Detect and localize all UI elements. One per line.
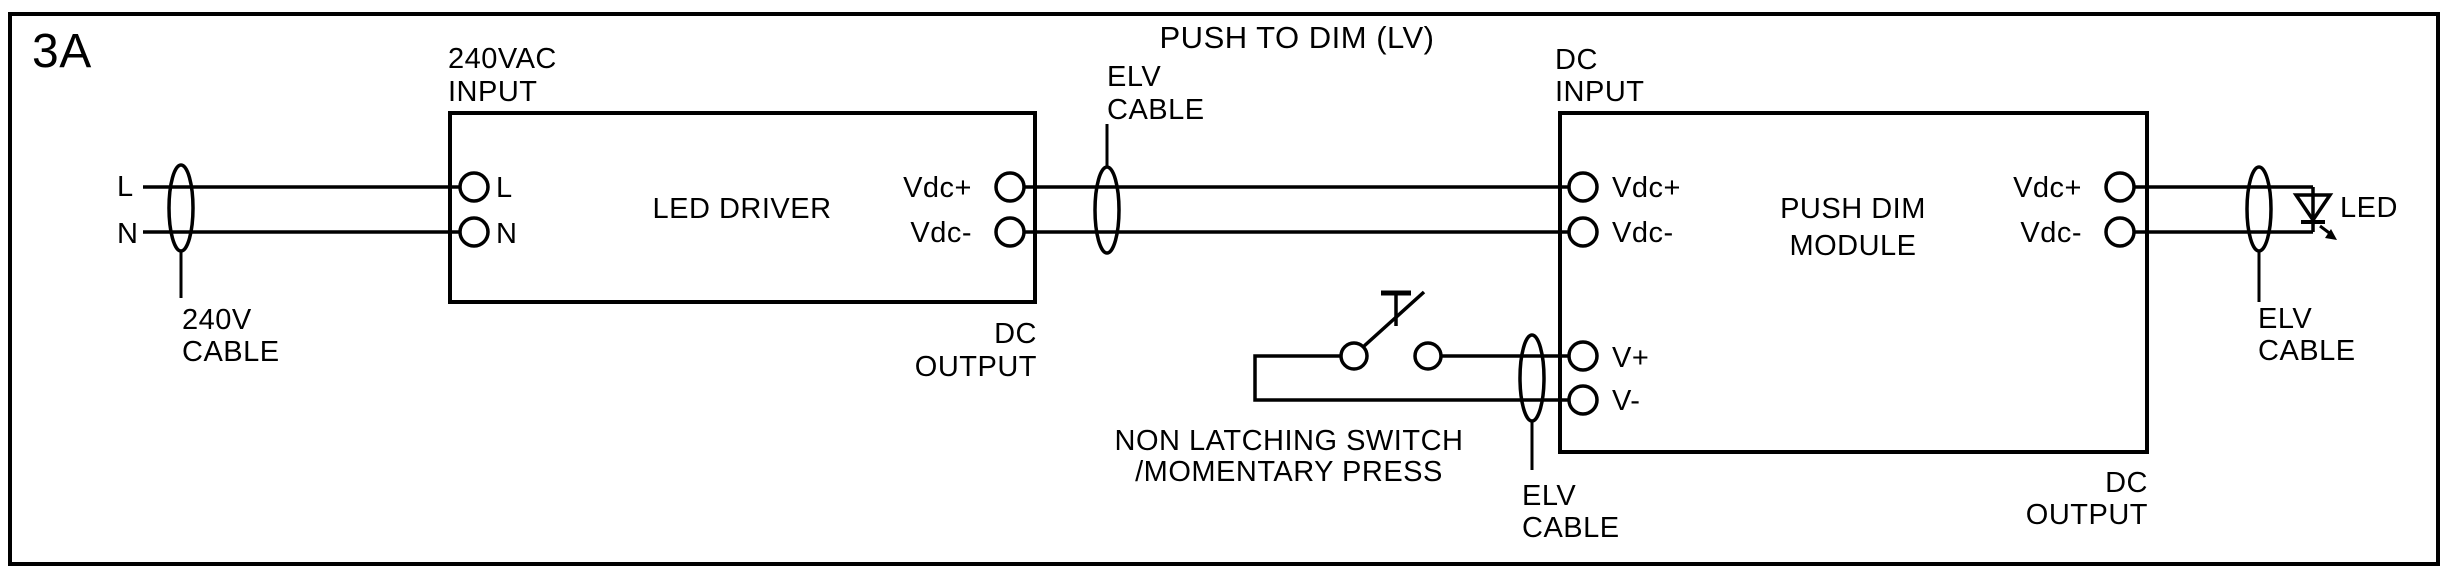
led-driver-box (448, 111, 1037, 304)
output-cable-label-line1: ELV (2258, 303, 2312, 335)
module-terminal-vdc-plus-in-label: Vdc+ (1612, 172, 1681, 204)
module-terminal-v-plus (1567, 340, 1599, 372)
module-terminal-vdc-plus-out-label: Vdc+ (2013, 172, 2082, 204)
mains-l-label: L (117, 171, 134, 203)
led-driver-name: LED DRIVER (652, 193, 831, 225)
link-cable-label-line2: CABLE (1107, 94, 1205, 126)
module-output-caption-line1: DC (2105, 467, 2148, 499)
led-driver-terminal-n (458, 216, 490, 248)
led-driver-terminal-l-label: L (496, 172, 513, 204)
led-driver-input-caption-line2: INPUT (448, 76, 538, 108)
module-terminal-v-minus (1567, 384, 1599, 416)
led-driver-terminal-vdc-minus-label: Vdc- (910, 217, 972, 249)
diagram-title: PUSH TO DIM (LV) (1160, 20, 1435, 55)
led-driver-output-caption-line1: DC (994, 318, 1037, 350)
output-cable-label-line2: CABLE (2258, 335, 2356, 367)
mains-n-label: N (117, 218, 138, 250)
switch-contact-left (1339, 341, 1369, 371)
led-emission-arrowhead (2325, 229, 2337, 240)
switch-return-wire (1253, 354, 1583, 402)
link-cable-label-line1: ELV (1107, 61, 1161, 93)
mains-cable-label-line2: CABLE (182, 336, 280, 368)
module-terminal-vdc-minus-in (1567, 216, 1599, 248)
module-terminal-vdc-plus-in (1567, 171, 1599, 203)
push-dim-module-name-line2: MODULE (1789, 230, 1916, 262)
module-terminal-vdc-plus-out (2104, 171, 2136, 203)
variant-label: 3A (32, 25, 92, 78)
push-dim-module-box (1558, 111, 2149, 454)
led-driver-terminal-vdc-plus (994, 171, 1026, 203)
led-driver-input-caption-line1: 240VAC (448, 43, 557, 75)
switch-cable-label-line2: CABLE (1522, 512, 1620, 544)
switch-contact-right (1413, 341, 1443, 371)
module-input-caption-line1: DC (1555, 44, 1598, 76)
led-diode-triangle (2292, 193, 2334, 224)
module-input-caption-line2: INPUT (1555, 76, 1645, 108)
switch-cable-marker (1518, 333, 1546, 423)
led-label: LED (2340, 192, 2398, 224)
led-driver-output-caption-line2: OUTPUT (915, 351, 1037, 383)
switch-blade (1361, 290, 1426, 349)
switch-cable-label-line1: ELV (1522, 480, 1576, 512)
led-driver-terminal-vdc-plus-label: Vdc+ (903, 172, 972, 204)
mains-cable-label-line1: 240V (182, 304, 252, 336)
push-dim-module-name-line1: PUSH DIM (1780, 193, 1926, 225)
diagram-border (8, 12, 2440, 566)
module-terminal-v-minus-label: V- (1612, 385, 1640, 417)
module-terminal-v-plus-label: V+ (1612, 342, 1649, 374)
led-driver-terminal-n-label: N (496, 218, 517, 250)
link-cable-marker (1093, 165, 1121, 255)
module-terminal-vdc-minus-out-label: Vdc- (2020, 217, 2082, 249)
module-terminal-vdc-minus-in-label: Vdc- (1612, 217, 1674, 249)
led-driver-terminal-l (458, 171, 490, 203)
module-output-caption-line2: OUTPUT (2026, 499, 2148, 531)
module-terminal-vdc-minus-out (2104, 216, 2136, 248)
switch-caption-line1: NON LATCHING SWITCH (1115, 425, 1464, 457)
output-cable-marker (2245, 165, 2273, 253)
led-driver-terminal-vdc-minus (994, 216, 1026, 248)
switch-caption-line2: /MOMENTARY PRESS (1135, 456, 1443, 488)
mains-cable-marker (167, 163, 195, 253)
